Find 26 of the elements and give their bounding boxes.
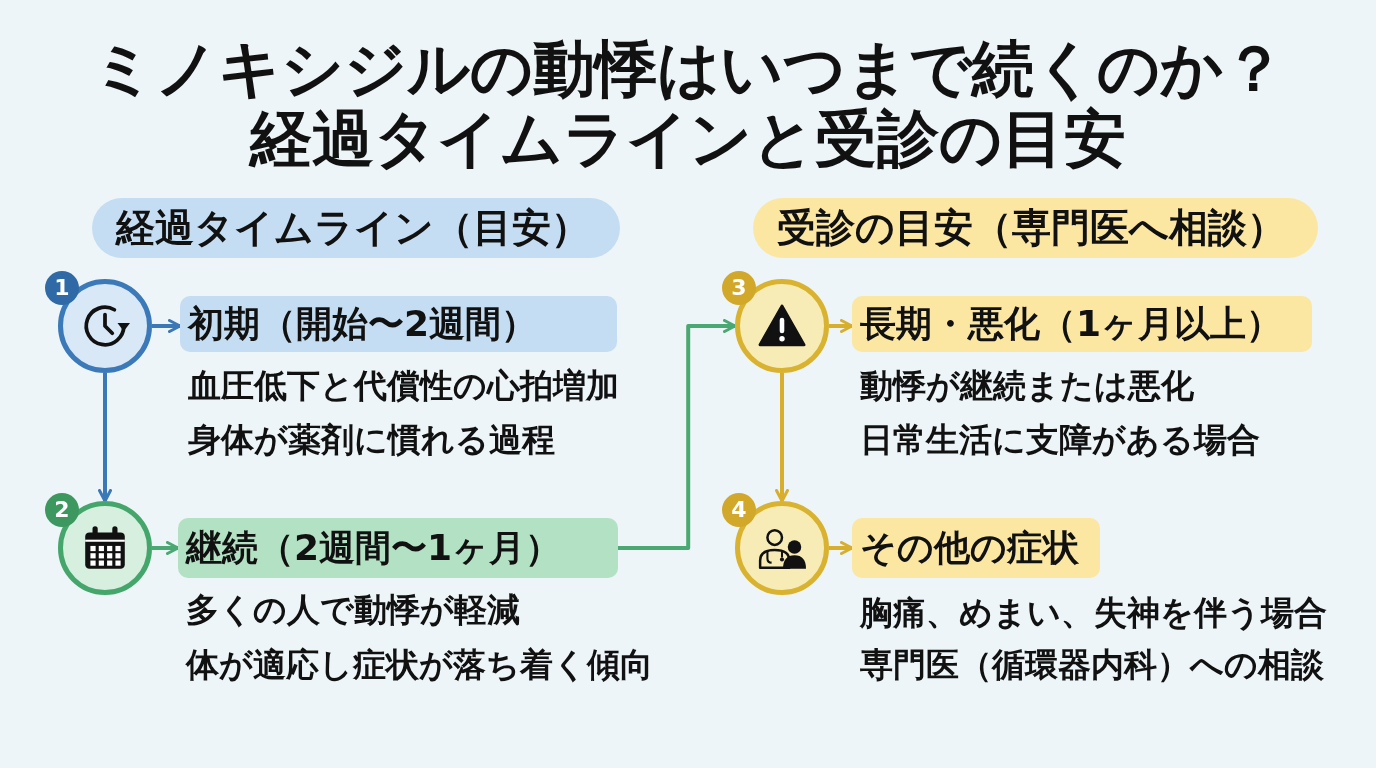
arrow [829,541,854,555]
step-number: 2 [45,493,79,527]
arrow [618,319,737,550]
section-header: 経過タイムライン（目安） [92,198,620,258]
description-text: 身体が薬剤に慣れる過程 [188,419,555,461]
step-number: 3 [722,271,756,305]
section-header: 受診の目安（専門医へ相談） [753,198,1318,258]
description-text: 多くの人で動悸が軽減 [186,589,520,631]
arrow [98,373,112,503]
stage-heading: 初期（開始〜2週間） [180,296,617,352]
stage-heading: 長期・悪化（1ヶ月以上） [852,296,1312,352]
step-number: 1 [45,271,79,305]
description-text: 動悸が継続または悪化 [860,365,1194,407]
stage-heading: その他の症状 [852,518,1100,578]
stage-heading: 継続（2週間〜1ヶ月） [178,518,618,578]
step-number: 4 [722,493,756,527]
arrow [775,373,789,503]
description-text: 専門医（循環器内科）への相談 [860,644,1324,686]
description-text: 血圧低下と代償性の心拍増加 [188,365,619,407]
title: ミノキシジルの動悸はいつまで続くのか？経過タイムラインと受診の目安 [90,34,1286,174]
arrow [152,541,180,555]
description-text: 体が適応し症状が落ち着く傾向 [186,644,653,686]
arrow [152,319,182,333]
description-text: 胸痛、めまい、失神を伴う場合 [860,592,1327,634]
arrow [829,319,854,333]
description-text: 日常生活に支障がある場合 [860,419,1260,461]
